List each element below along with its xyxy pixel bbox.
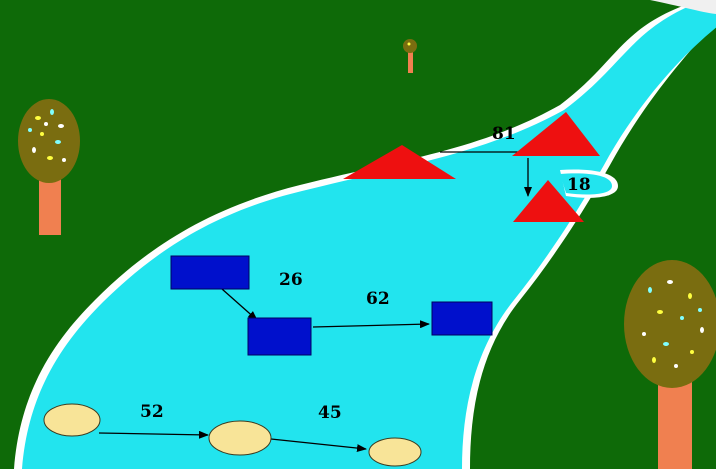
tree-small-trunk [408, 50, 413, 73]
tree-left-crown [18, 99, 80, 183]
ellipse-node-1[interactable] [44, 404, 100, 436]
label-weight-18: 18 [567, 175, 591, 195]
tree-right-trunk [658, 380, 692, 469]
rectangle-node-1[interactable] [171, 256, 249, 289]
ellipse-node-2[interactable] [209, 421, 271, 455]
label-weight-45: 45 [318, 403, 342, 423]
label-weight-26: 26 [279, 270, 303, 290]
rectangle-node-2[interactable] [248, 318, 311, 355]
rectangle-node-3[interactable] [432, 302, 492, 335]
tree-right-crown [624, 260, 716, 388]
tree-small-crown [403, 39, 417, 53]
label-weight-62: 62 [366, 289, 390, 309]
tree-left-trunk [39, 177, 61, 235]
ellipse-node-3[interactable] [369, 438, 421, 466]
label-weight-52: 52 [140, 402, 164, 422]
label-weight-81: 81 [492, 124, 516, 144]
